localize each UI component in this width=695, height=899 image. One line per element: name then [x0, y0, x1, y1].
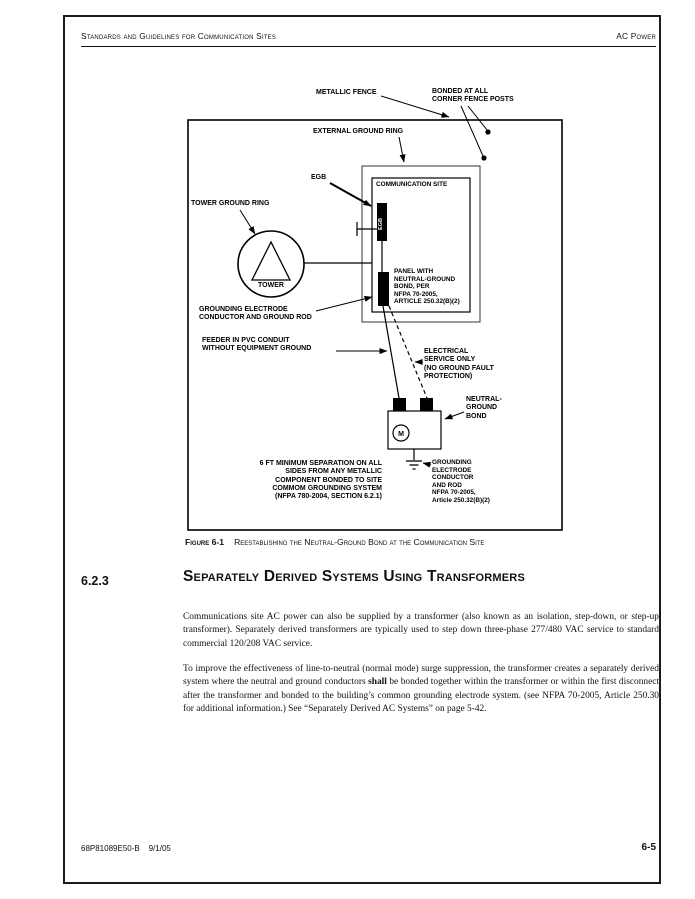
egb-busbar	[377, 203, 387, 241]
fence-bond-dots	[481, 129, 491, 161]
label-neutral-ground-bond: NEUTRAL- GROUND BOND	[466, 396, 502, 420]
leader-arrows	[239, 95, 488, 468]
ground-symbol	[406, 460, 422, 470]
egb-busbar-text: EGB	[378, 218, 384, 230]
tower-ground-ring-circle	[237, 230, 305, 298]
leader-bond-post-2	[460, 105, 484, 157]
header-title: Standards and Guidelines for Communicati…	[81, 31, 277, 41]
header-rule	[81, 46, 656, 47]
site-structures	[187, 119, 563, 531]
label-egb: EGB	[311, 174, 327, 181]
body-paragraph-1: Communications site AC power can also be…	[183, 612, 659, 649]
feeder-line	[382, 305, 400, 399]
figure-caption-label: Figure 6-1	[185, 537, 225, 547]
label-grounding-electrode-left: GROUNDING ELECTRODE CONDUCTOR AND GROUND…	[199, 306, 312, 322]
communication-site-box	[371, 177, 471, 313]
paragraph-2-text-continued: be bonded together within the transforme…	[183, 677, 659, 715]
service-line	[388, 305, 428, 399]
leader-external-ground-ring	[398, 136, 406, 163]
leader-egb	[329, 182, 372, 207]
section-number: 6.2.3	[81, 574, 109, 588]
label-separation: 6 FT MINIMUM SEPARATION ON ALL SIDES FRO…	[259, 460, 382, 501]
disconnect-square-right	[420, 398, 433, 411]
paragraph-2-text: To improve the effectiveness of line-to-…	[183, 664, 659, 688]
page-border	[63, 15, 661, 884]
label-electrical-service: ELECTRICAL SERVICE ONLY (NO GROUND FAULT…	[424, 348, 494, 380]
label-grounding-electrode-right: GROUNDING ELECTRODE CONDUCTOR AND ROD NF…	[432, 459, 490, 504]
label-external-ground-ring: EXTERNAL GROUND RING	[313, 128, 404, 135]
service-box	[387, 410, 442, 450]
label-bonded-corner-posts: BONDED AT ALL CORNER FENCE POSTS	[432, 88, 514, 104]
label-panel: PANEL WITH NEUTRAL-GROUND BOND, PER NFPA…	[394, 268, 460, 306]
figure-caption: Figure 6-1 Reestablishing the Neutral-Gro…	[185, 537, 484, 547]
tower-triangle	[250, 240, 292, 281]
figure-caption-text: Reestablishing the Neutral-Ground Bond a…	[234, 537, 485, 547]
label-metallic-fence: METALLIC FENCE	[316, 89, 377, 96]
label-communication-site: COMMUNICATION SITE	[376, 181, 448, 188]
conductors	[304, 222, 428, 460]
service-equipment: M	[387, 398, 442, 470]
external-ground-ring-outline	[361, 165, 481, 323]
label-tower: TOWER	[258, 282, 284, 289]
leader-grounding-electrode-left	[315, 295, 373, 312]
leader-metallic-fence	[380, 95, 450, 118]
body-paragraph-2: To improve the effectiveness of line-to-…	[183, 663, 659, 717]
meter-circle	[392, 424, 410, 442]
header-chapter: AC Power	[616, 31, 656, 41]
paragraph-2-bold-shall: shall	[368, 677, 387, 688]
footer-page-number: 6-5	[641, 842, 656, 853]
section-title: Separately Derived Systems Using Transfo…	[183, 568, 525, 585]
metallic-fence-outline	[187, 119, 563, 531]
meter-letter: M	[398, 431, 404, 438]
label-tower-ground-ring: TOWER GROUND RING	[191, 200, 270, 207]
footer-doc-number: 68P81089E50-B 9/1/05	[81, 844, 171, 853]
bus-bars: EGB	[377, 203, 389, 306]
label-feeder: FEEDER IN PVC CONDUIT WITHOUT EQUIPMENT …	[202, 337, 312, 353]
panel-busbar	[378, 272, 389, 306]
bond-dot-1	[485, 129, 491, 135]
leader-neutral-ground-bond	[444, 411, 465, 420]
bond-dot-2	[481, 155, 487, 161]
leader-tower-ground-ring	[239, 209, 256, 235]
disconnect-square-left	[393, 398, 406, 411]
leader-grounding-electrode-right	[422, 461, 432, 468]
leader-bond-post-1	[467, 105, 488, 131]
